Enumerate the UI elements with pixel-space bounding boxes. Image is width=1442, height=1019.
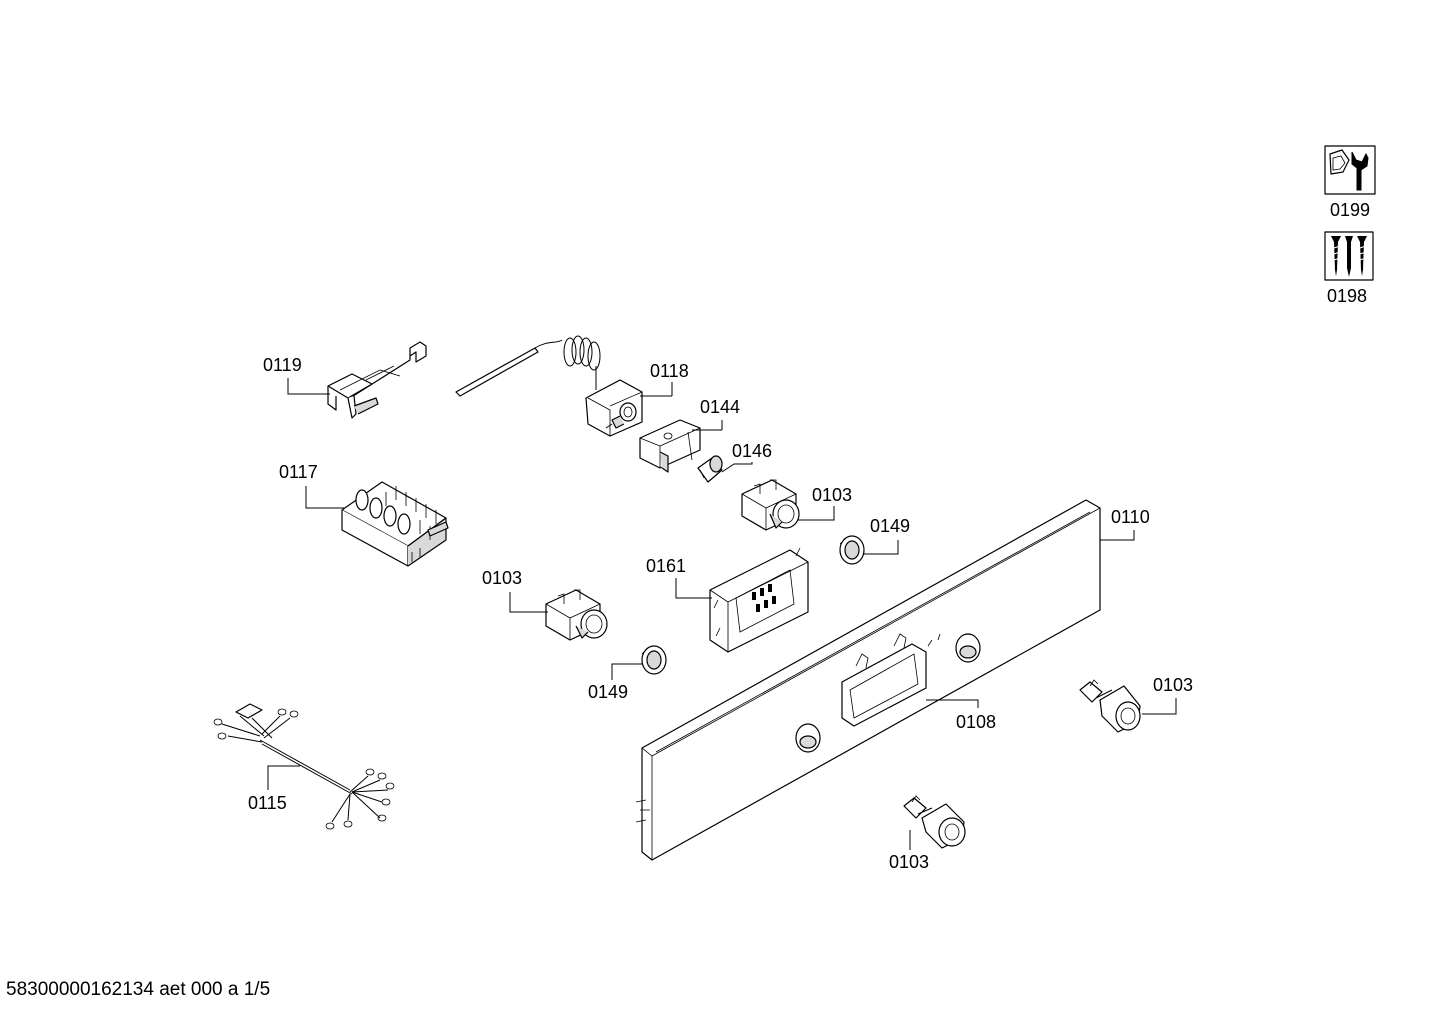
drawing-id-footer: 58300000162134 aet 000 a 1/5 — [6, 979, 271, 1000]
part-label-0103-d: 0103 — [889, 852, 929, 872]
part-label-0149-a: 0149 — [870, 516, 910, 536]
part-label-0115: 0115 — [248, 793, 287, 813]
part-label-0149-b: 0149 — [588, 682, 628, 702]
part-0146-lamp — [697, 455, 723, 483]
tool-label-0198: 0198 — [1327, 286, 1367, 306]
part-0103-knob-d — [903, 795, 966, 849]
part-0119-switch-bracket — [327, 341, 427, 419]
part-label-0103-b: 0103 — [482, 568, 522, 588]
tool-icon-0198: 0198 — [1324, 231, 1374, 306]
part-0115-wiring-harness — [213, 703, 395, 830]
tool-icon-0199: 0199 — [1324, 145, 1376, 220]
part-0108-display-window — [841, 633, 927, 727]
part-label-0161: 0161 — [646, 556, 686, 576]
part-label-0146: 0146 — [732, 441, 772, 461]
part-label-0119: 0119 — [263, 355, 302, 375]
part-label-0144: 0144 — [700, 397, 740, 417]
part-0144-holder — [639, 419, 701, 473]
part-0103-potentiometer-a — [741, 479, 800, 531]
part-0149-ring-b — [641, 645, 667, 675]
part-0149-ring-a — [839, 535, 865, 565]
tool-label-0199: 0199 — [1330, 200, 1370, 220]
part-label-0103-a: 0103 — [812, 485, 852, 505]
part-label-0108: 0108 — [956, 712, 996, 732]
part-0117-cam-switch — [341, 481, 449, 567]
part-0103-potentiometer-b — [545, 589, 608, 641]
part-0118-thermostat — [455, 335, 643, 437]
part-label-0118: 0118 — [650, 361, 689, 381]
part-0161-display-module — [709, 547, 809, 653]
part-label-0103-c: 0103 — [1153, 675, 1193, 695]
part-label-0110: 0110 — [1111, 507, 1150, 527]
part-0103-knob-c — [1079, 679, 1141, 733]
part-label-0117: 0117 — [279, 462, 318, 482]
